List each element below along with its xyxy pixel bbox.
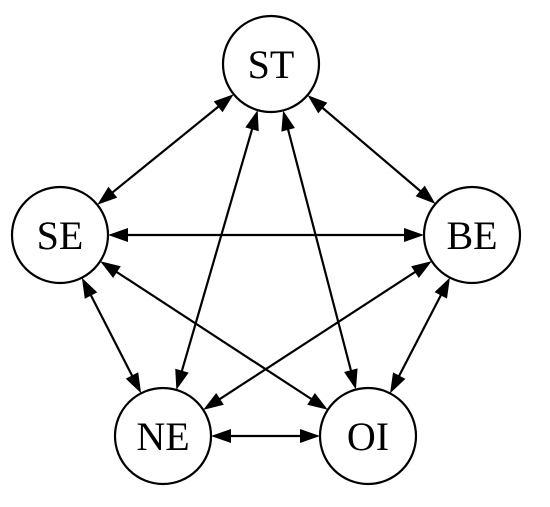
arrowhead-st-from-ne bbox=[245, 110, 259, 132]
arrowhead-oi-from-st bbox=[344, 368, 358, 390]
arrowhead-se-from-ne bbox=[81, 277, 98, 299]
node-label-oi: OI bbox=[347, 414, 389, 459]
node-circle-ne bbox=[113, 386, 213, 486]
arrowhead-st-from-oi bbox=[281, 110, 295, 132]
arrowhead-be-from-se bbox=[404, 228, 424, 242]
node-label-st: ST bbox=[248, 42, 295, 87]
arrowhead-be-from-st bbox=[415, 185, 436, 204]
node-label-se: SE bbox=[37, 213, 84, 258]
edge-se-ne bbox=[83, 282, 140, 389]
arrowhead-be-from-ne bbox=[411, 261, 432, 278]
edge-se-oi bbox=[104, 263, 324, 408]
node-circle-be bbox=[422, 185, 522, 285]
node-circle-st bbox=[221, 14, 321, 114]
edge-st-oi bbox=[283, 115, 356, 385]
nodes-layer: ST SE BE NE OI bbox=[10, 14, 522, 486]
arrowhead-se-from-be bbox=[108, 228, 128, 242]
node-be: BE bbox=[422, 185, 522, 285]
arrowhead-oi-from-se bbox=[307, 392, 328, 410]
arrowhead-ne-from-oi bbox=[211, 429, 231, 443]
arrowhead-be-from-oi bbox=[434, 277, 450, 299]
arrowhead-ne-from-be bbox=[203, 393, 224, 410]
arrowhead-ne-from-st bbox=[175, 368, 189, 390]
edge-be-oi bbox=[391, 282, 449, 389]
arrowhead-oi-from-ne bbox=[300, 429, 320, 443]
arrowhead-oi-from-be bbox=[390, 372, 406, 394]
arrowhead-se-from-st bbox=[97, 186, 118, 205]
node-circle-se bbox=[10, 185, 110, 285]
arrowhead-st-from-se bbox=[213, 94, 234, 113]
arrowhead-ne-from-se bbox=[125, 372, 142, 394]
node-ne: NE bbox=[113, 386, 213, 486]
node-label-be: BE bbox=[446, 213, 497, 258]
node-label-ne: NE bbox=[136, 414, 189, 459]
edge-st-se bbox=[101, 97, 230, 202]
arrowhead-se-from-oi bbox=[100, 261, 121, 279]
edge-st-ne bbox=[176, 115, 258, 385]
node-circle-oi bbox=[318, 386, 418, 486]
edges-layer bbox=[81, 94, 450, 443]
node-st: ST bbox=[221, 14, 321, 114]
arrowhead-st-from-be bbox=[307, 95, 328, 114]
node-se: SE bbox=[10, 185, 110, 285]
edge-st-be bbox=[311, 98, 432, 201]
edge-be-ne bbox=[207, 263, 428, 408]
node-oi: OI bbox=[318, 386, 418, 486]
